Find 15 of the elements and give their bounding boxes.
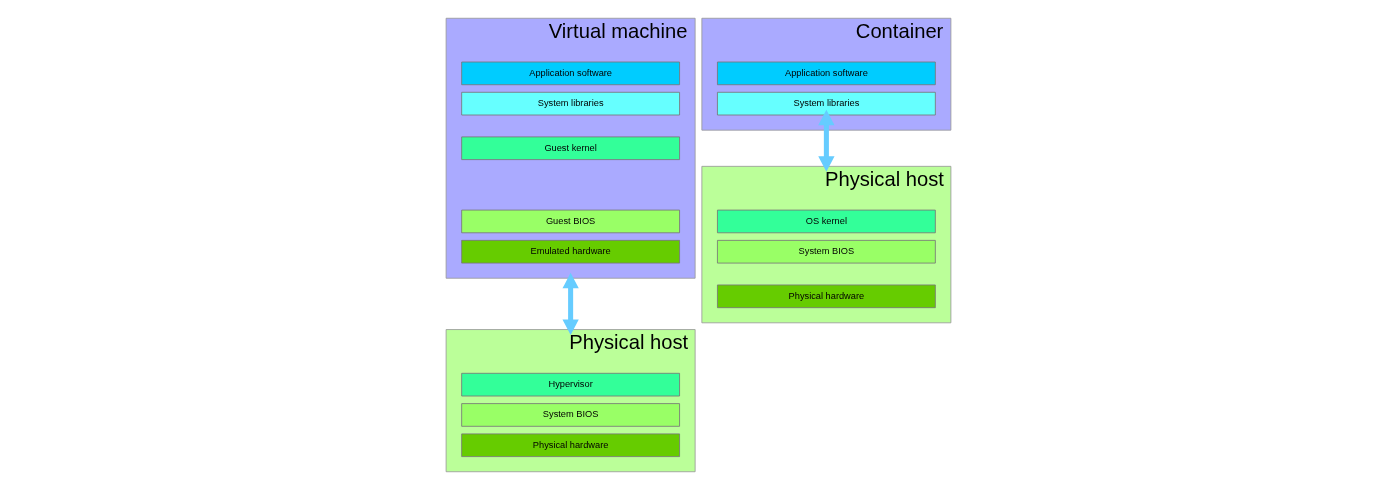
node-box: Physical hardware: [717, 284, 936, 309]
node-box: System BIOS: [461, 403, 680, 427]
arrow: [818, 109, 835, 172]
node-box: Physical hardware: [461, 433, 680, 458]
node-box: System libraries: [461, 91, 680, 116]
node-box: System BIOS: [717, 239, 936, 264]
node-box: Emulated hardware: [461, 239, 680, 264]
node-box: System libraries: [717, 91, 936, 116]
node-box: Hypervisor: [461, 372, 680, 397]
node-box: Application software: [717, 61, 936, 86]
node-box: Application software: [461, 61, 680, 86]
node-box: Guest kernel: [461, 136, 680, 160]
arrow: [562, 272, 579, 335]
node-box: Guest BIOS: [461, 209, 680, 234]
node-box: OS kernel: [717, 209, 936, 234]
